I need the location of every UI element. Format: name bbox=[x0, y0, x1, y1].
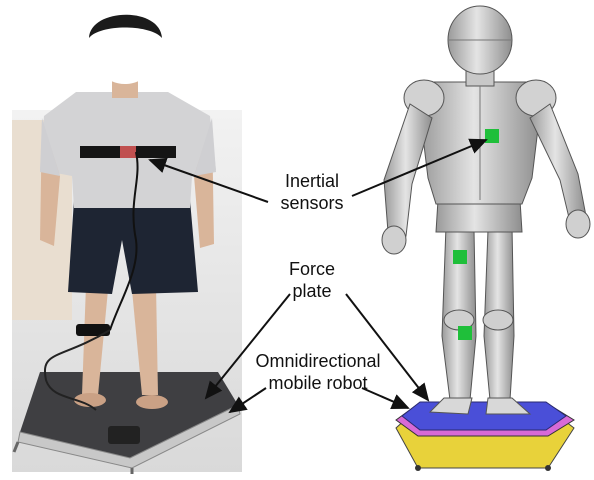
label-inertial-sensors-line2: sensors bbox=[272, 192, 352, 214]
label-inertial-sensors: Inertial sensors bbox=[272, 170, 352, 214]
cad-model bbox=[382, 6, 590, 471]
label-omnidirectional-robot-line2: mobile robot bbox=[248, 372, 388, 394]
cad-thigh-sensor-marker bbox=[453, 250, 467, 264]
cad-shank-sensor-marker bbox=[458, 326, 472, 340]
label-force-plate: Force plate bbox=[282, 258, 342, 302]
cad-chest-sensor-marker bbox=[485, 129, 499, 143]
cad-robot-platform bbox=[396, 402, 574, 471]
label-force-plate-line2: plate bbox=[282, 280, 342, 302]
label-inertial-sensors-line1: Inertial bbox=[272, 170, 352, 192]
label-force-plate-line1: Force bbox=[282, 258, 342, 280]
label-omnidirectional-robot-line1: Omnidirectional bbox=[248, 350, 388, 372]
photo-leg-sensor-strap bbox=[76, 324, 110, 336]
photo-subject bbox=[12, 4, 242, 474]
label-omnidirectional-robot: Omnidirectional mobile robot bbox=[248, 350, 388, 394]
